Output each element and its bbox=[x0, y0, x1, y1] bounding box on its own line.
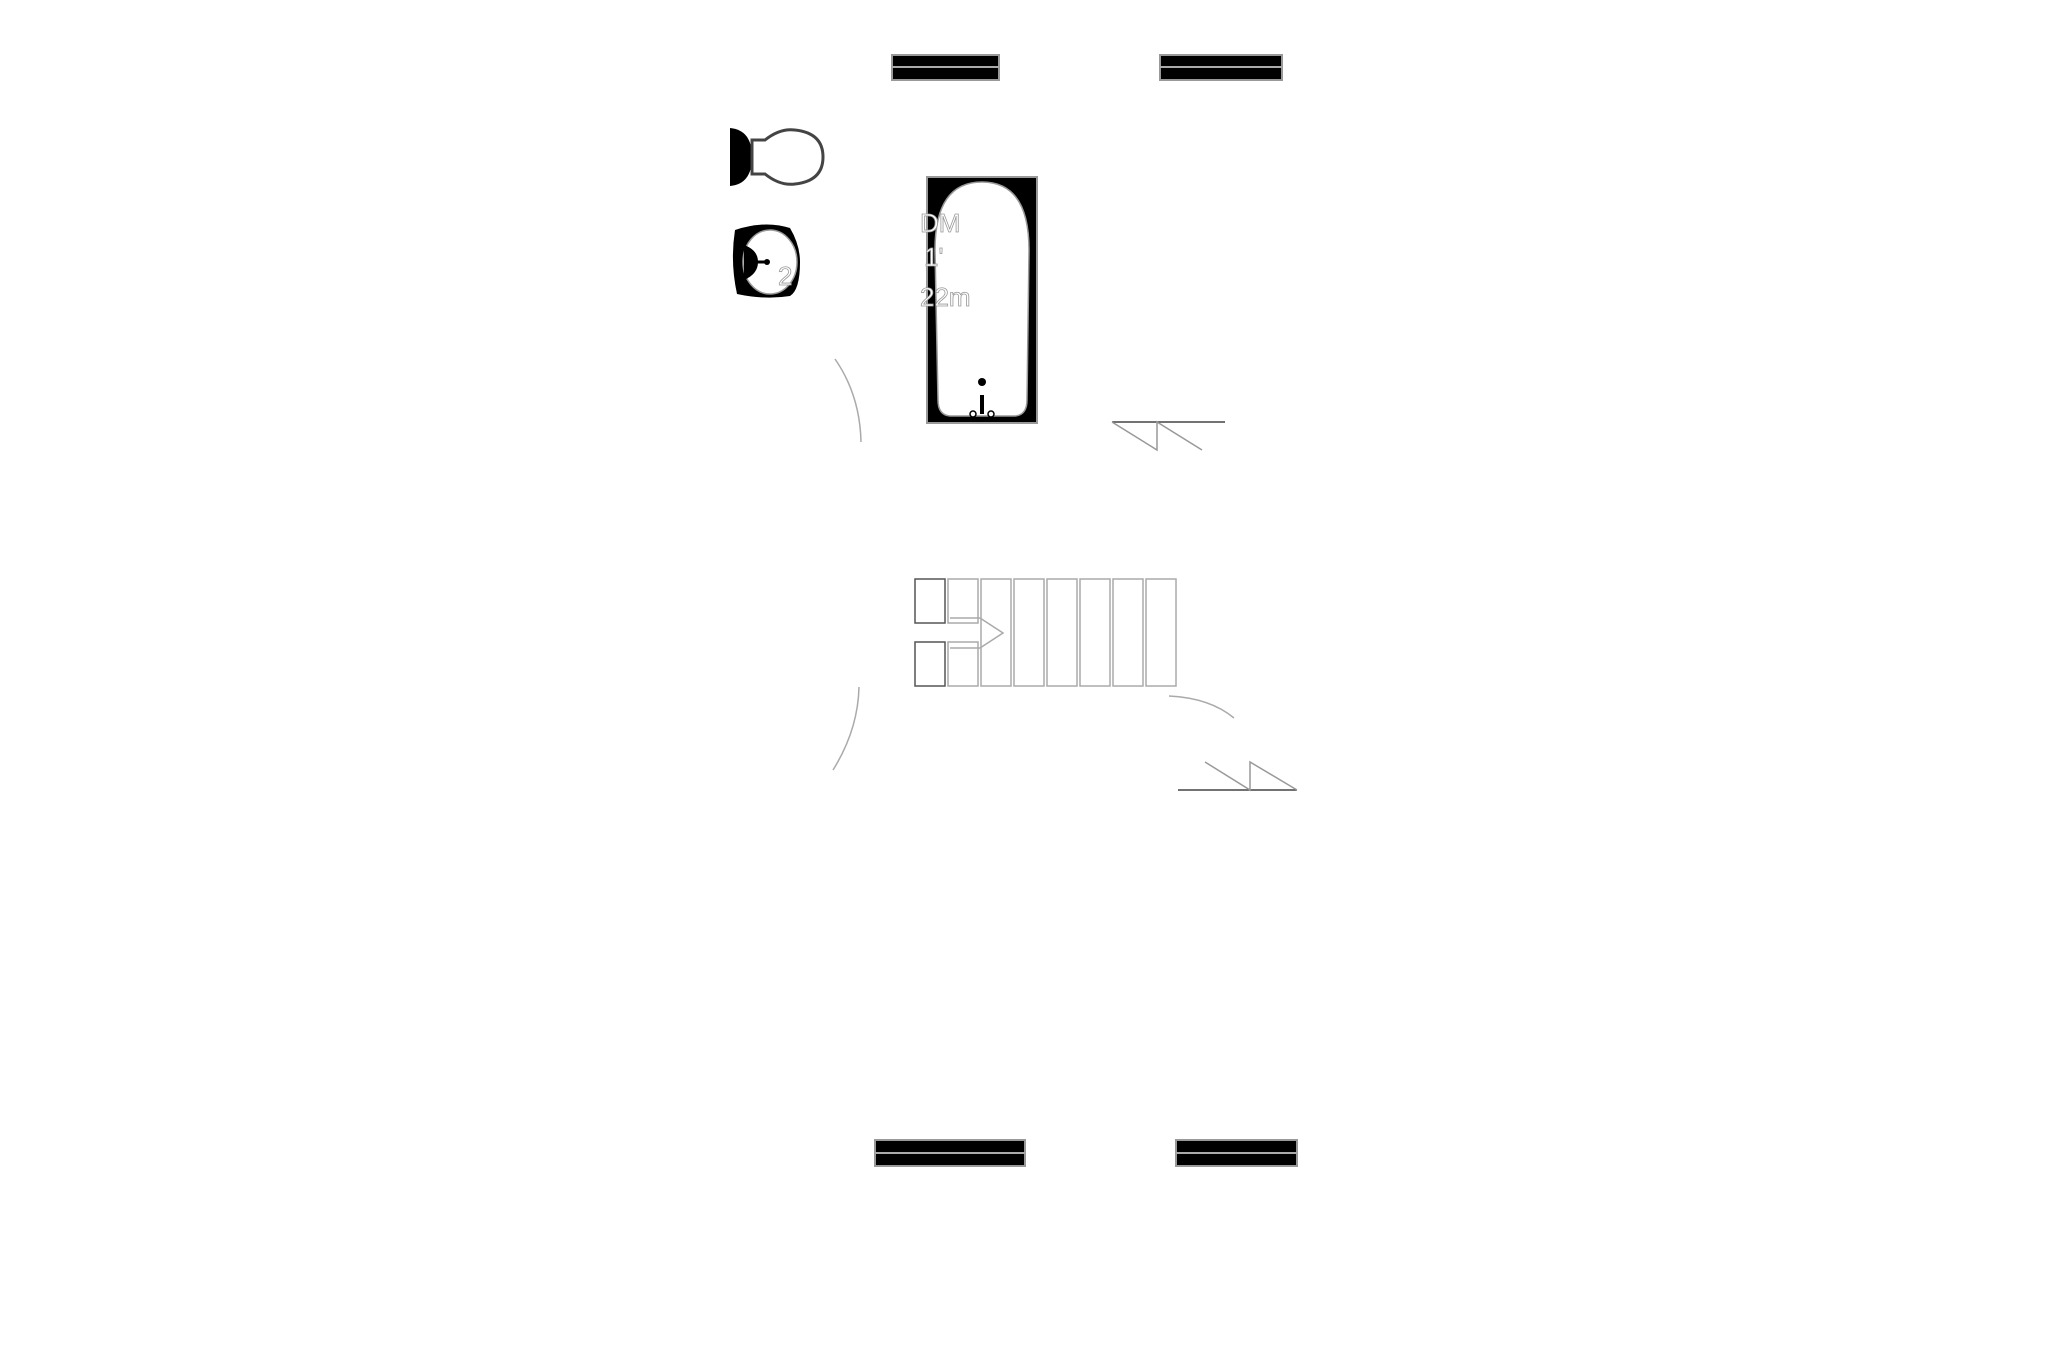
stair-tread bbox=[947, 641, 979, 687]
staircase bbox=[914, 578, 1177, 687]
sink-label: 2 bbox=[778, 261, 792, 291]
window-bottom-right bbox=[1175, 1139, 1298, 1167]
room-name-label: DM bbox=[920, 208, 960, 238]
stair-tread bbox=[1046, 578, 1078, 687]
sink-icon: 2 bbox=[732, 224, 800, 298]
window-top-right bbox=[1159, 54, 1283, 81]
dimension-label: 1' bbox=[924, 242, 943, 272]
bathtub-icon: DM 1' 22m bbox=[920, 176, 1038, 424]
stair-tread bbox=[1112, 578, 1144, 687]
stair-tread bbox=[1013, 578, 1045, 687]
break-line-upper bbox=[1111, 420, 1225, 452]
area-label: 22m bbox=[920, 282, 971, 312]
toilet-icon bbox=[730, 128, 825, 186]
stair-tread bbox=[980, 578, 1012, 687]
stair-tread bbox=[914, 578, 946, 624]
door-swing-arc-lower-right bbox=[1168, 695, 1235, 719]
window-top-left bbox=[891, 54, 1000, 81]
break-line-lower bbox=[1178, 760, 1298, 792]
stair-tread bbox=[947, 578, 979, 624]
stair-tread bbox=[1079, 578, 1111, 687]
door-swing-arc-upper-left bbox=[834, 358, 862, 443]
door-swing-arc-lower-left bbox=[832, 686, 860, 771]
stair-tread bbox=[914, 641, 946, 687]
stair-direction-arrow bbox=[950, 617, 1005, 649]
stair-tread bbox=[1145, 578, 1177, 687]
window-bottom-left bbox=[874, 1139, 1026, 1167]
